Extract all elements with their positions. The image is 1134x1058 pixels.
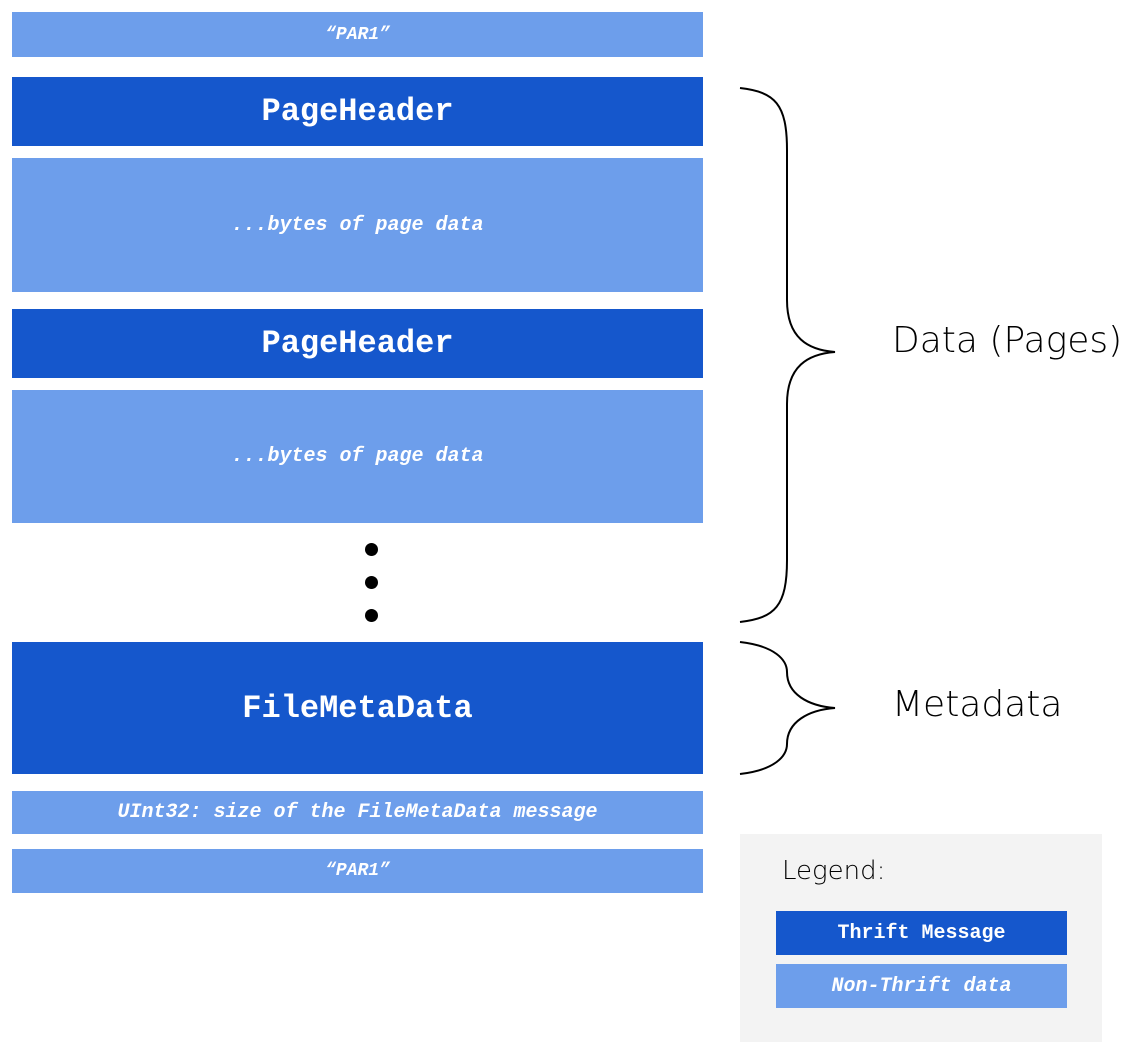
legend-thrift-message-swatch: Thrift Message xyxy=(776,911,1067,955)
metadata-label: Metadata xyxy=(892,684,1063,725)
ellipsis-dot xyxy=(365,543,378,556)
magic-number-bottom-block: “PAR1” xyxy=(12,849,703,893)
legend-title: Legend: xyxy=(782,856,886,886)
metadata-size-block: UInt32: size of the FileMetaData message xyxy=(12,791,703,834)
legend-non-thrift-data-swatch: Non-Thrift data xyxy=(776,964,1067,1008)
data-pages-label: Data (Pages) xyxy=(892,320,1123,361)
legend-box: Legend: Thrift Message Non-Thrift data xyxy=(740,834,1102,1042)
ellipsis-dot xyxy=(365,576,378,589)
ellipsis-dot xyxy=(365,609,378,622)
page-data-block: ...bytes of page data xyxy=(12,158,703,292)
file-metadata-block: FileMetaData xyxy=(12,642,703,774)
page-header-block: PageHeader xyxy=(12,309,703,378)
page-data-block: ...bytes of page data xyxy=(12,390,703,523)
page-header-block: PageHeader xyxy=(12,77,703,146)
magic-number-top-block: “PAR1” xyxy=(12,12,703,57)
data-pages-brace xyxy=(739,87,836,623)
metadata-brace xyxy=(739,641,836,775)
